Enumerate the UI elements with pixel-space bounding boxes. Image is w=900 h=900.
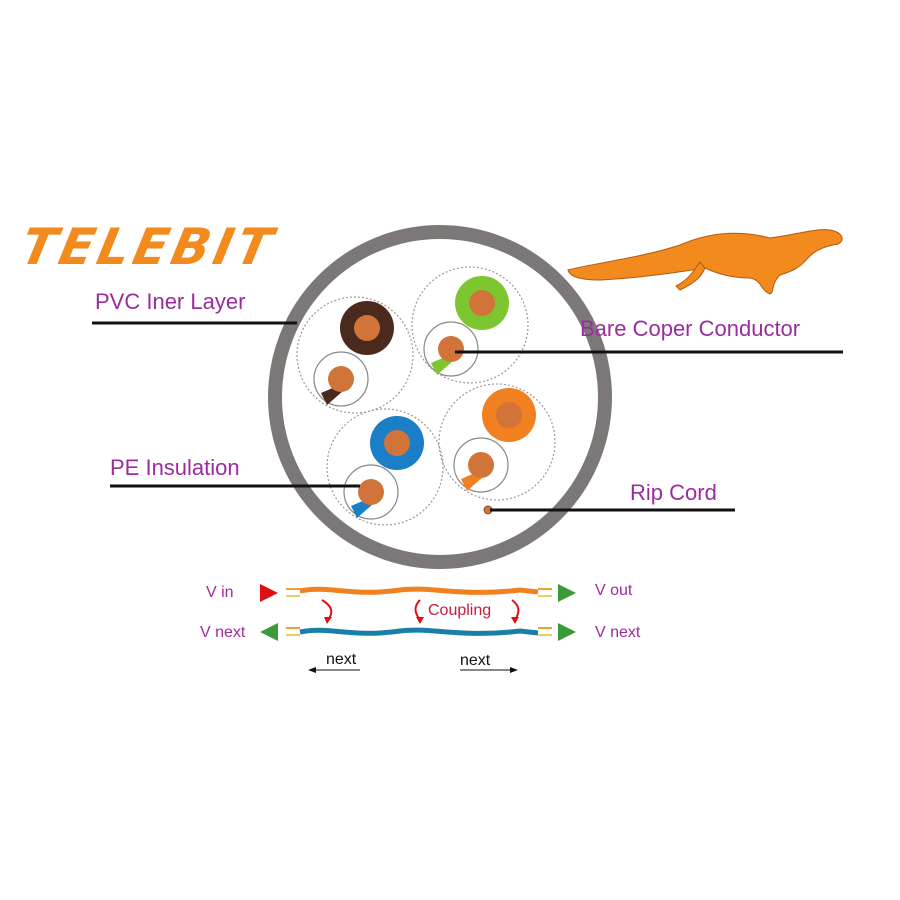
cheetah-icon xyxy=(567,229,843,295)
blue-solid-conductor xyxy=(384,430,410,456)
pvc-inner-layer-label: PVC Iner Layer xyxy=(95,289,246,314)
coupling-label: Coupling xyxy=(428,602,492,619)
v-in-arrow xyxy=(260,584,278,602)
next-left-label: next xyxy=(326,651,357,668)
crosstalk-graphic xyxy=(260,584,576,673)
green-solid-conductor xyxy=(469,290,495,316)
v-in-label: V in xyxy=(206,584,234,601)
pair-group-brown xyxy=(296,296,414,414)
next-right-label: next xyxy=(460,652,491,669)
orange-striped-conductor xyxy=(468,452,494,478)
brown-solid-conductor xyxy=(354,315,380,341)
blue-striped-conductor xyxy=(358,479,384,505)
v-out-label: V out xyxy=(595,582,633,599)
v-out-arrow xyxy=(558,584,576,602)
v-next-right-label: V next xyxy=(595,624,641,641)
bare-copper-conductor-label: Bare Coper Conductor xyxy=(580,316,801,341)
pe-insulation-label: PE Insulation xyxy=(110,455,240,480)
orange-solid-conductor xyxy=(496,402,522,428)
v-next-left-label: V next xyxy=(200,624,246,641)
leader-lines xyxy=(92,321,843,512)
blue-wire xyxy=(299,627,539,636)
pair-group-blue xyxy=(326,408,444,526)
v-next-left-arrow xyxy=(260,623,278,641)
pair-groups xyxy=(296,266,556,526)
pair-group-orange xyxy=(438,383,556,501)
orange-wire xyxy=(299,586,539,595)
rip-cord-label: Rip Cord xyxy=(630,480,717,505)
green-striped-conductor xyxy=(438,336,464,362)
brown-striped-conductor xyxy=(328,366,354,392)
v-next-right-arrow xyxy=(558,623,576,641)
pair-group-green xyxy=(411,266,529,384)
